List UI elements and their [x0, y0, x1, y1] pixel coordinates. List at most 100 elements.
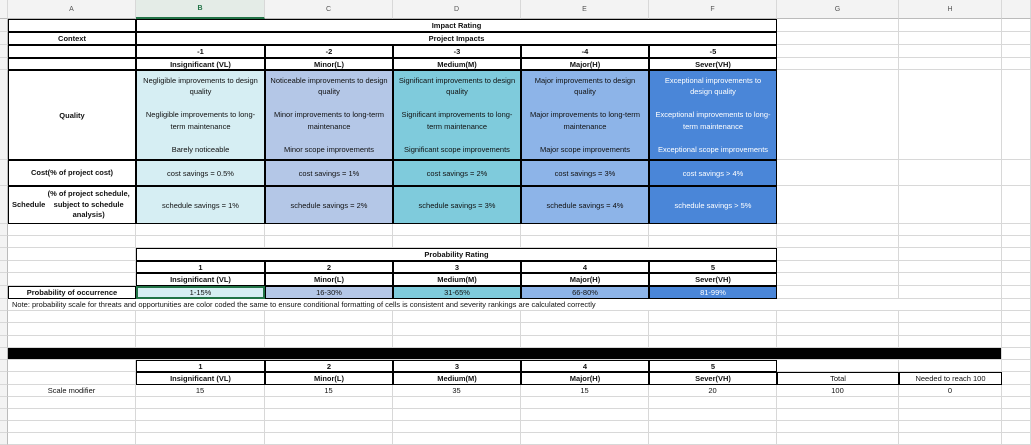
- cell[interactable]: [649, 336, 777, 348]
- cell[interactable]: [8, 45, 136, 58]
- cell[interactable]: [1002, 261, 1031, 273]
- cell[interactable]: [265, 224, 393, 236]
- row-header[interactable]: [0, 348, 8, 360]
- cell[interactable]: [899, 360, 1002, 372]
- row-header[interactable]: [0, 273, 8, 286]
- cell[interactable]: [393, 323, 521, 336]
- cell[interactable]: [899, 323, 1002, 336]
- row-header[interactable]: [0, 323, 8, 336]
- cell[interactable]: [136, 397, 265, 409]
- cell[interactable]: [777, 360, 899, 372]
- scale-score[interactable]: 4: [521, 360, 649, 372]
- cell[interactable]: [777, 224, 899, 236]
- cell[interactable]: [8, 236, 136, 248]
- cell[interactable]: [8, 421, 136, 433]
- cell[interactable]: [521, 397, 649, 409]
- cell[interactable]: [899, 32, 1002, 45]
- scale-level-name[interactable]: Major(H): [521, 372, 649, 385]
- row-header[interactable]: [0, 70, 8, 160]
- cell[interactable]: [777, 248, 899, 261]
- cell[interactable]: [8, 323, 136, 336]
- column-header-g[interactable]: G: [777, 0, 899, 19]
- schedule-cell[interactable]: schedule savings = 2%: [265, 186, 393, 224]
- probability-score[interactable]: 5: [649, 261, 777, 273]
- cell[interactable]: [8, 224, 136, 236]
- cell[interactable]: [1002, 286, 1031, 299]
- cell[interactable]: [1002, 186, 1031, 224]
- row-header[interactable]: [0, 261, 8, 273]
- cell[interactable]: [136, 311, 265, 323]
- scale-level-name[interactable]: Medium(M): [393, 372, 521, 385]
- probability-score[interactable]: 3: [393, 261, 521, 273]
- quality-cell[interactable]: Significant improvements to design quali…: [393, 70, 521, 160]
- probability-rating-title[interactable]: Probability Rating: [136, 248, 777, 261]
- cell[interactable]: [899, 421, 1002, 433]
- row-header[interactable]: [0, 58, 8, 70]
- cell[interactable]: [777, 323, 899, 336]
- scale-value[interactable]: 15: [136, 385, 265, 397]
- cell[interactable]: [265, 433, 393, 445]
- cell[interactable]: [265, 409, 393, 421]
- cell[interactable]: [649, 311, 777, 323]
- scale-level-name[interactable]: Minor(L): [265, 372, 393, 385]
- impact-score[interactable]: -1: [136, 45, 265, 58]
- cell[interactable]: [777, 273, 899, 286]
- cell[interactable]: [393, 397, 521, 409]
- impact-rating-title[interactable]: Impact Rating: [136, 19, 777, 32]
- cell[interactable]: [1002, 299, 1031, 311]
- cell[interactable]: [777, 32, 899, 45]
- cell[interactable]: [1002, 372, 1031, 385]
- cell[interactable]: [1002, 397, 1031, 409]
- cell[interactable]: [1002, 32, 1031, 45]
- cell[interactable]: [777, 286, 899, 299]
- cell[interactable]: [8, 372, 136, 385]
- cell[interactable]: [1002, 160, 1031, 186]
- cell[interactable]: [1002, 336, 1031, 348]
- cell[interactable]: [777, 261, 899, 273]
- probability-level-name[interactable]: Insignificant (VL): [136, 273, 265, 286]
- cell[interactable]: [265, 336, 393, 348]
- cell[interactable]: [393, 421, 521, 433]
- cost-cell[interactable]: cost savings > 4%: [649, 160, 777, 186]
- cell[interactable]: [777, 160, 899, 186]
- impact-level-name[interactable]: Medium(M): [393, 58, 521, 70]
- column-header-c[interactable]: C: [265, 0, 393, 19]
- cell[interactable]: [899, 224, 1002, 236]
- column-header-h[interactable]: H: [899, 0, 1002, 19]
- cell[interactable]: [649, 236, 777, 248]
- cell[interactable]: [899, 19, 1002, 32]
- cell[interactable]: [777, 186, 899, 224]
- cell[interactable]: [393, 336, 521, 348]
- probability-row-label[interactable]: Probability of occurrence: [8, 286, 136, 299]
- needed-value[interactable]: 0: [899, 385, 1002, 397]
- row-header[interactable]: [0, 299, 8, 311]
- probability-level-name[interactable]: Medium(M): [393, 273, 521, 286]
- quality-cell[interactable]: Negligible improvements to design qualit…: [136, 70, 265, 160]
- cell[interactable]: [265, 236, 393, 248]
- cell[interactable]: [899, 286, 1002, 299]
- cost-cell[interactable]: cost savings = 2%: [393, 160, 521, 186]
- row-header[interactable]: [0, 433, 8, 445]
- cell[interactable]: [1002, 348, 1031, 360]
- cell[interactable]: [899, 336, 1002, 348]
- cell[interactable]: [1002, 311, 1031, 323]
- cell[interactable]: [1002, 421, 1031, 433]
- cell[interactable]: [136, 323, 265, 336]
- cell[interactable]: [8, 19, 136, 32]
- cell[interactable]: [265, 311, 393, 323]
- cell[interactable]: [136, 409, 265, 421]
- scale-score[interactable]: 2: [265, 360, 393, 372]
- cell[interactable]: [1002, 385, 1031, 397]
- impact-score[interactable]: -5: [649, 45, 777, 58]
- scale-level-name[interactable]: Insignificant (VL): [136, 372, 265, 385]
- scale-score[interactable]: 5: [649, 360, 777, 372]
- cell[interactable]: [649, 409, 777, 421]
- row-header[interactable]: [0, 336, 8, 348]
- cell[interactable]: [899, 433, 1002, 445]
- cell[interactable]: [8, 261, 136, 273]
- cell[interactable]: [899, 45, 1002, 58]
- row-header[interactable]: [0, 45, 8, 58]
- column-header-b[interactable]: B: [136, 0, 265, 19]
- cell[interactable]: [521, 409, 649, 421]
